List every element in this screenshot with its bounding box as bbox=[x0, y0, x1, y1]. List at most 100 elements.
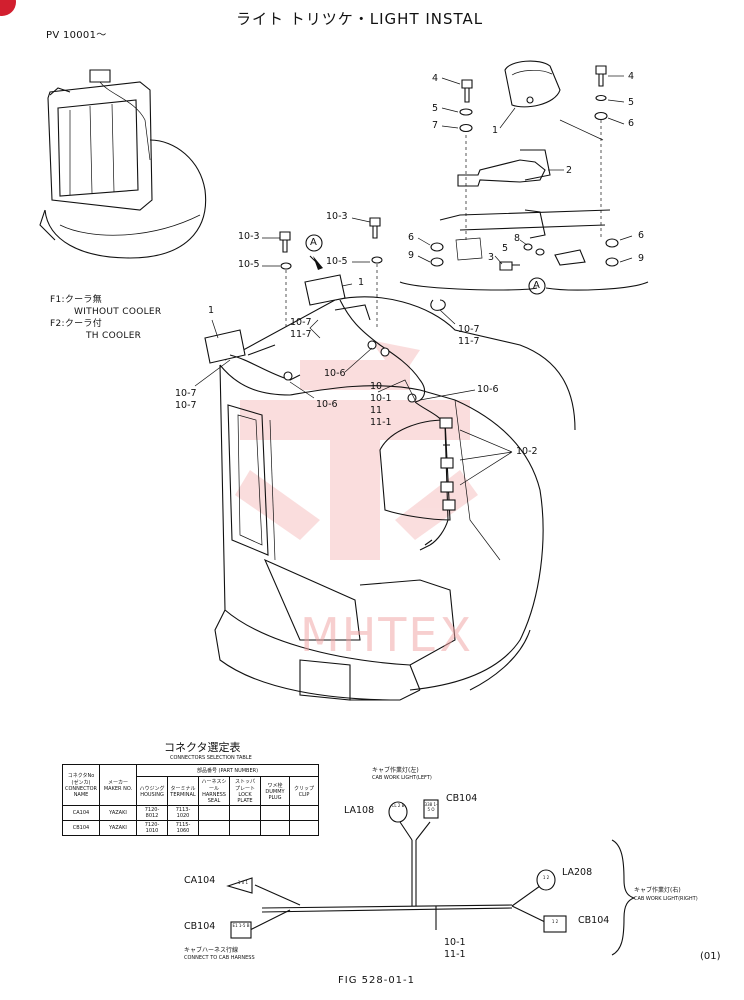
variant-f2-en: TH COOLER bbox=[86, 331, 142, 341]
header-seal: ハーネスシール HARNESS SEAL bbox=[198, 776, 231, 806]
cab-right-en: CAB WORK LIGHT(RIGHT) bbox=[634, 896, 698, 902]
cell bbox=[198, 805, 231, 821]
label-cb104-left: CB104 bbox=[184, 921, 216, 932]
callout-6-right-bottom: 6 bbox=[638, 230, 645, 241]
label-ca104: CA104 bbox=[184, 875, 216, 886]
callout-9-left: 9 bbox=[408, 250, 415, 261]
callout-11-7-mid: 11-7 bbox=[290, 329, 312, 340]
variant-f1-jp: F1:クーラ無 bbox=[50, 295, 103, 305]
header-terminal: ターミナル TERMINAL bbox=[167, 776, 200, 806]
label-la208: LA208 bbox=[562, 867, 593, 878]
label-la108: LA108 bbox=[344, 805, 375, 816]
callout-4-left: 4 bbox=[432, 73, 439, 84]
cell bbox=[229, 820, 262, 836]
cell: 7115-1060 bbox=[167, 820, 200, 836]
header-dummy-plug: ワメ栓 DUMMY PLUG bbox=[260, 776, 291, 806]
callout-10-7-left-a: 10-7 bbox=[175, 388, 197, 399]
watermark-logo bbox=[235, 340, 478, 560]
cell: YAZAKI bbox=[99, 820, 138, 836]
callout-10-7-mid: 10-7 bbox=[290, 317, 312, 328]
callout-9-right: 9 bbox=[638, 253, 645, 264]
connector-la208 bbox=[536, 869, 556, 891]
callout-8: 8 bbox=[514, 233, 521, 244]
connector-la208-text: 1 2 bbox=[542, 875, 550, 880]
cell: 7120-8012 bbox=[136, 805, 169, 821]
page-title: ライト トリツケ・LIGHT INSTAL bbox=[236, 10, 484, 28]
connector-la108 bbox=[388, 801, 408, 823]
callout-10-5-right: 10-5 bbox=[326, 256, 348, 267]
connector-la108-text: CL 2 B bbox=[391, 803, 405, 808]
callout-10-6-left: 10-6 bbox=[316, 399, 338, 410]
callout-2: 2 bbox=[566, 165, 573, 176]
callout-11-7-right: 11-7 bbox=[458, 336, 480, 347]
callout-3: 3 bbox=[488, 252, 495, 263]
callout-10-7-right: 10-7 bbox=[458, 324, 480, 335]
callout-11-1: 11-1 bbox=[370, 417, 392, 428]
page-mark: (01) bbox=[700, 951, 721, 962]
connector-cb104-top bbox=[423, 799, 439, 819]
connector-table-title: コネクタ選定表 bbox=[164, 741, 241, 754]
callout-5-right: 5 bbox=[628, 97, 635, 108]
cell bbox=[289, 820, 320, 836]
cell: CB104 bbox=[61, 820, 101, 836]
cell: YAZAKI bbox=[99, 805, 138, 821]
connect-harness-en: CONNECT TO CAB HARNESS bbox=[184, 955, 255, 961]
serial-range: PV 10001〜 bbox=[46, 30, 107, 41]
cab-lamps bbox=[194, 217, 513, 551]
connector-table-subtitle: CONNECTORS SELECTION TABLE bbox=[170, 755, 252, 761]
callout-10-5-left: 10-5 bbox=[238, 259, 260, 270]
variant-f2-jp: F2:クーラ付 bbox=[50, 319, 103, 329]
cell bbox=[260, 805, 291, 821]
callout-10-3-left: 10-3 bbox=[238, 231, 260, 242]
harness-callout-11-1: 11-1 bbox=[444, 949, 466, 960]
variant-f1-en: WITHOUT COOLER bbox=[74, 307, 162, 317]
connect-harness-jp: キャブハーネス行線 bbox=[184, 947, 239, 954]
connector-cb104-right bbox=[543, 915, 567, 933]
cab-left-en: CAB WORK LIGHT(LEFT) bbox=[372, 775, 432, 781]
callout-10-1: 10-1 bbox=[370, 393, 392, 404]
callout-1-right-lamp: 1 bbox=[358, 277, 365, 288]
callout-1-detail: 1 bbox=[492, 125, 499, 136]
header-lock-plate: ストッパ プレート LOCK PLATE bbox=[229, 776, 262, 806]
corner-tab bbox=[0, 0, 16, 16]
callout-4-right: 4 bbox=[628, 71, 635, 82]
cab-right-jp: キャブ作業灯(右) bbox=[634, 887, 681, 894]
callout-10-2: 10-2 bbox=[516, 446, 538, 457]
table-row: CB104 YAZAKI 7120-1010 7115-1060 bbox=[61, 820, 320, 836]
header-maker: メーカー MAKER NO. bbox=[99, 764, 138, 806]
callout-11: 11 bbox=[370, 405, 383, 416]
cell: 7120-1010 bbox=[136, 820, 169, 836]
connector-cb104-right-text: 1 2 bbox=[551, 919, 559, 924]
header-clip: クリップ CLIP bbox=[289, 776, 320, 806]
callout-6-right: 6 bbox=[628, 118, 635, 129]
watermark-text: MHTEX bbox=[300, 608, 473, 662]
figure-number: FIG 528-01-1 bbox=[338, 975, 416, 986]
connector-ca104-text: 1 0 1 bbox=[237, 880, 249, 885]
callout-10-6-right: 10-6 bbox=[477, 384, 499, 395]
callout-1-left-lamp: 1 bbox=[208, 305, 215, 316]
callout-10-6-mid: 10-6 bbox=[324, 368, 346, 379]
overview-cab bbox=[39, 69, 207, 259]
callout-5-mid: 5 bbox=[502, 243, 509, 254]
header-connector: コネクタNo (ゼンカ) CONNECTOR NAME bbox=[61, 764, 101, 806]
callout-10-3-right: 10-3 bbox=[326, 211, 348, 222]
callout-5-left: 5 bbox=[432, 103, 439, 114]
cell: 7113-1020 bbox=[167, 805, 200, 821]
table-row: CA104 YAZAKI 7120-8012 7113-1020 bbox=[61, 805, 320, 821]
cab-left-jp: キャブ作業灯(左) bbox=[372, 767, 419, 774]
connector-cb104-top-text: 338 1-5 O bbox=[424, 802, 438, 812]
cell bbox=[229, 805, 262, 821]
detail-marker-a: A bbox=[533, 280, 540, 291]
label-cb104-right: CB104 bbox=[578, 915, 610, 926]
callout-10: 10 bbox=[370, 381, 383, 392]
cell: CA104 bbox=[61, 805, 101, 821]
harness-schematic bbox=[226, 799, 636, 956]
connector-ca104 bbox=[226, 877, 253, 894]
connector-cb104-left bbox=[230, 921, 252, 939]
right-work-lamp bbox=[304, 274, 346, 306]
cell bbox=[198, 820, 231, 836]
connector-selection-table: コネクタNo (ゼンカ) CONNECTOR NAME メーカー MAKER N… bbox=[61, 764, 320, 836]
label-cb104-top: CB104 bbox=[446, 793, 478, 804]
cell bbox=[260, 820, 291, 836]
